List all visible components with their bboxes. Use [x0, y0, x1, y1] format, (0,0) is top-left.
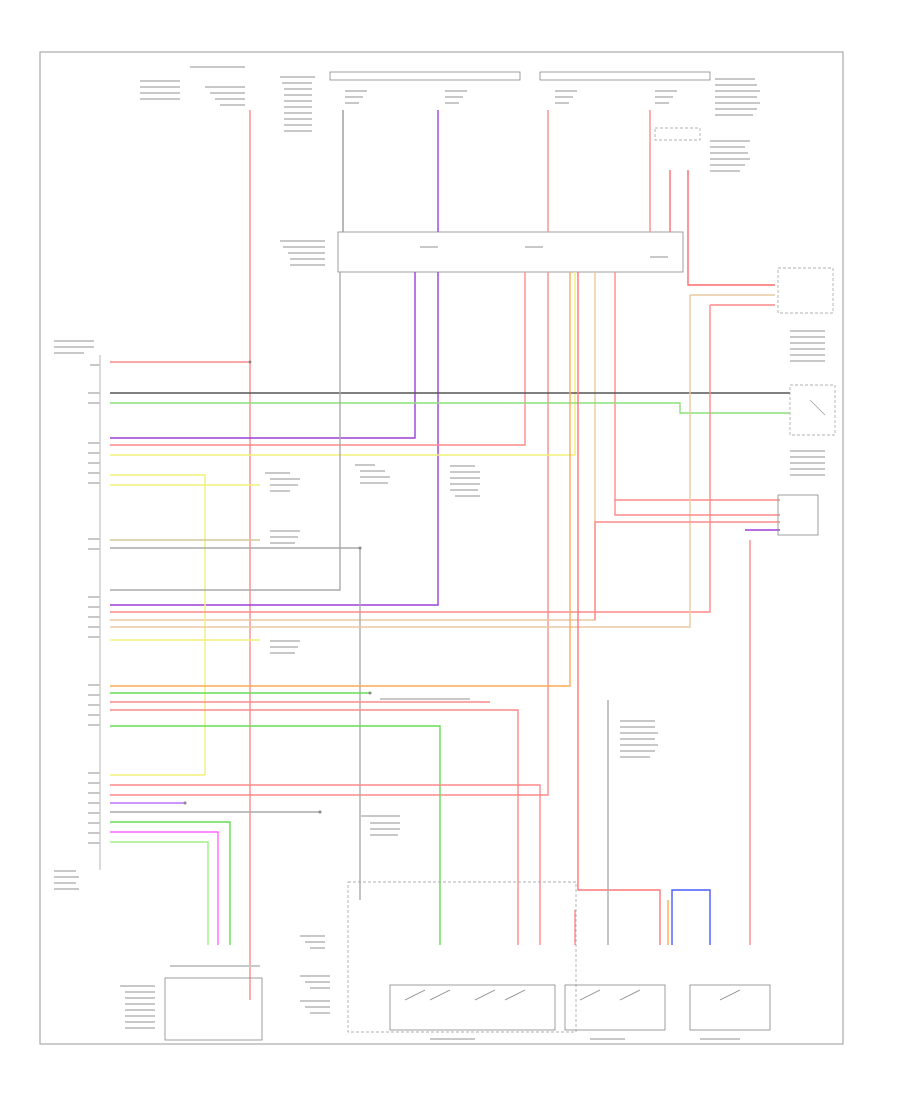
wires [110, 110, 790, 1000]
wire-pink-1 [110, 272, 526, 446]
wire-gray-5 [110, 272, 341, 591]
wire-tan-1 [110, 272, 596, 621]
data-link-connector [120, 965, 263, 1041]
wire-green-4 [110, 821, 231, 945]
right-switch [789, 384, 836, 436]
wire-yellow-1 [110, 272, 576, 456]
wire-pink-2 [110, 272, 549, 796]
switch-boxes [300, 881, 771, 1040]
wire-tan-3 [110, 295, 691, 628]
wire-orange-1 [110, 272, 571, 687]
right-connector [777, 494, 819, 536]
wire-purple-3 [110, 272, 439, 606]
wire-red-right-2 [687, 170, 775, 286]
wire-purple-2 [110, 272, 416, 439]
right-relay [777, 267, 834, 314]
wire-red-1 [110, 110, 251, 363]
wire-pink-3 [110, 305, 711, 613]
wire-green-3 [110, 725, 441, 945]
circuit-labels [265, 330, 825, 836]
wire-red-3 [614, 272, 780, 501]
wire-red-5 [577, 272, 661, 945]
wire-pink-7 [110, 784, 541, 945]
wire-pink-6 [110, 709, 519, 945]
top-power-sources [140, 66, 760, 172]
wire-pink-4 [614, 500, 780, 516]
diagram-frame [39, 51, 844, 1045]
wire-green-5 [110, 841, 209, 945]
body-control-module [54, 340, 101, 890]
wire-red-4 [594, 521, 780, 620]
connector-dots [183, 360, 372, 814]
wire-yellow-2 [110, 474, 206, 775]
wire-green-1 [110, 402, 790, 414]
wire-blue-1 [671, 889, 711, 945]
wire-magenta-1 [110, 831, 219, 945]
junction-block [280, 231, 684, 273]
wire-gray-2 [110, 547, 361, 900]
